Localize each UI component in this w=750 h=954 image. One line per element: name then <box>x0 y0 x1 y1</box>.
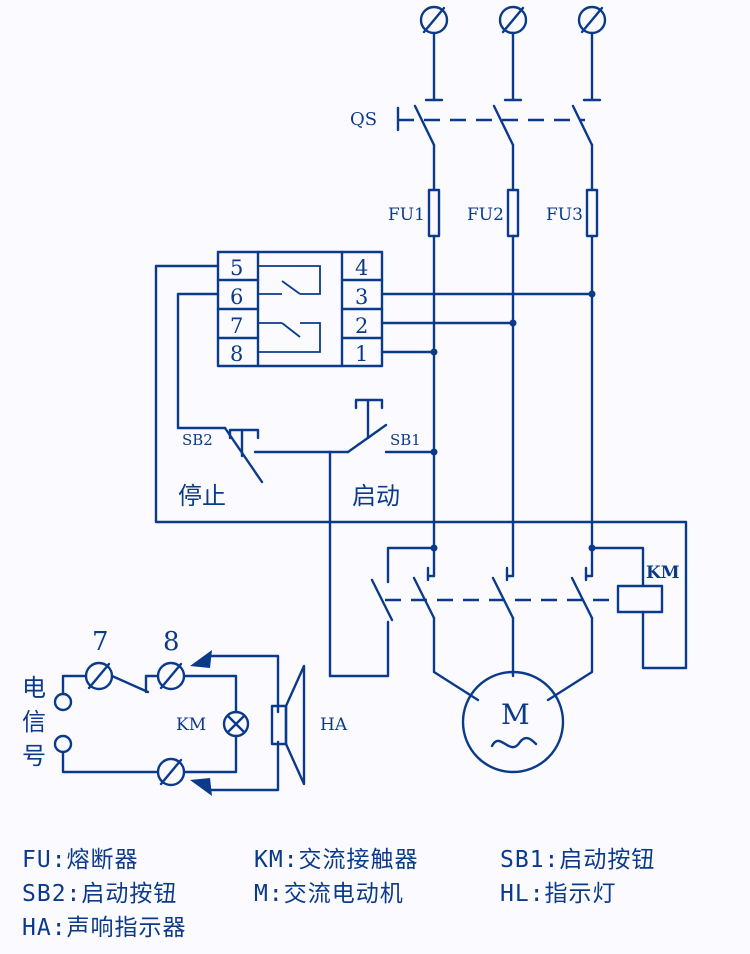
km-lamp-label: KM <box>176 715 206 735</box>
qs-switch <box>396 104 594 192</box>
relay-terminal-5: 5 <box>230 256 243 280</box>
legend-sb2: SB2:启动按钮 <box>22 881 178 907</box>
signal-char-2: 信 <box>22 708 46 736</box>
legend-sb1: SB1:启动按钮 <box>500 847 656 873</box>
terminal-7-label: 7 <box>92 627 109 657</box>
relay-terminal-8: 8 <box>230 342 243 366</box>
terminal-8-label: 8 <box>163 627 180 657</box>
stop-label: 停止 <box>178 482 226 510</box>
alarm-circuit <box>53 650 306 796</box>
relay-terminal-7: 7 <box>230 314 243 338</box>
start-label: 启动 <box>352 482 400 510</box>
signal-char-1: 电 <box>22 674 46 702</box>
legend-row-1: FU:熔断器 KM:交流接触器 SB1:启动按钮 <box>22 840 742 873</box>
fu2-label: FU2 <box>467 205 504 225</box>
fu3-label: FU3 <box>546 205 583 225</box>
motor <box>461 670 565 774</box>
relay-terminal-2: 2 <box>355 314 368 338</box>
relay-terminal-1: 1 <box>355 342 368 366</box>
legend-ha: HA:声响指示器 <box>22 915 187 941</box>
legend-row-2: SB2:启动按钮 M:交流电动机 HL:指示灯 <box>22 874 742 907</box>
relay-wiring <box>154 264 688 670</box>
legend-km: KM:交流接触器 <box>254 847 419 873</box>
legend-hl: HL:指示灯 <box>500 881 617 907</box>
km-coil-label: KM <box>646 563 680 583</box>
relay-terminal-4: 4 <box>355 256 368 280</box>
km-contactor <box>370 544 664 702</box>
qs-label: QS <box>350 109 377 130</box>
power-terminals <box>419 5 607 102</box>
sb2-stop-button <box>223 426 332 484</box>
motor-label: M <box>501 698 530 731</box>
fu1-label: FU1 <box>388 205 425 225</box>
signal-char-3: 号 <box>22 742 46 770</box>
legend-row-3: HA:声响指示器 <box>22 908 742 941</box>
sb1-start-button <box>328 398 438 678</box>
ha-label: HA <box>320 715 348 735</box>
sb1-label: SB1 <box>390 431 421 449</box>
relay-terminal-3: 3 <box>355 285 368 309</box>
relay-block <box>216 250 384 368</box>
legend-m: M:交流电动机 <box>254 881 404 907</box>
relay-terminal-6: 6 <box>230 285 243 309</box>
schematic: QS FU1 FU2 FU3 5 6 7 8 4 3 2 1 <box>22 5 688 796</box>
legend-fu: FU:熔断器 <box>22 847 139 873</box>
phase-lines <box>432 234 594 578</box>
sb2-label: SB2 <box>182 431 213 449</box>
